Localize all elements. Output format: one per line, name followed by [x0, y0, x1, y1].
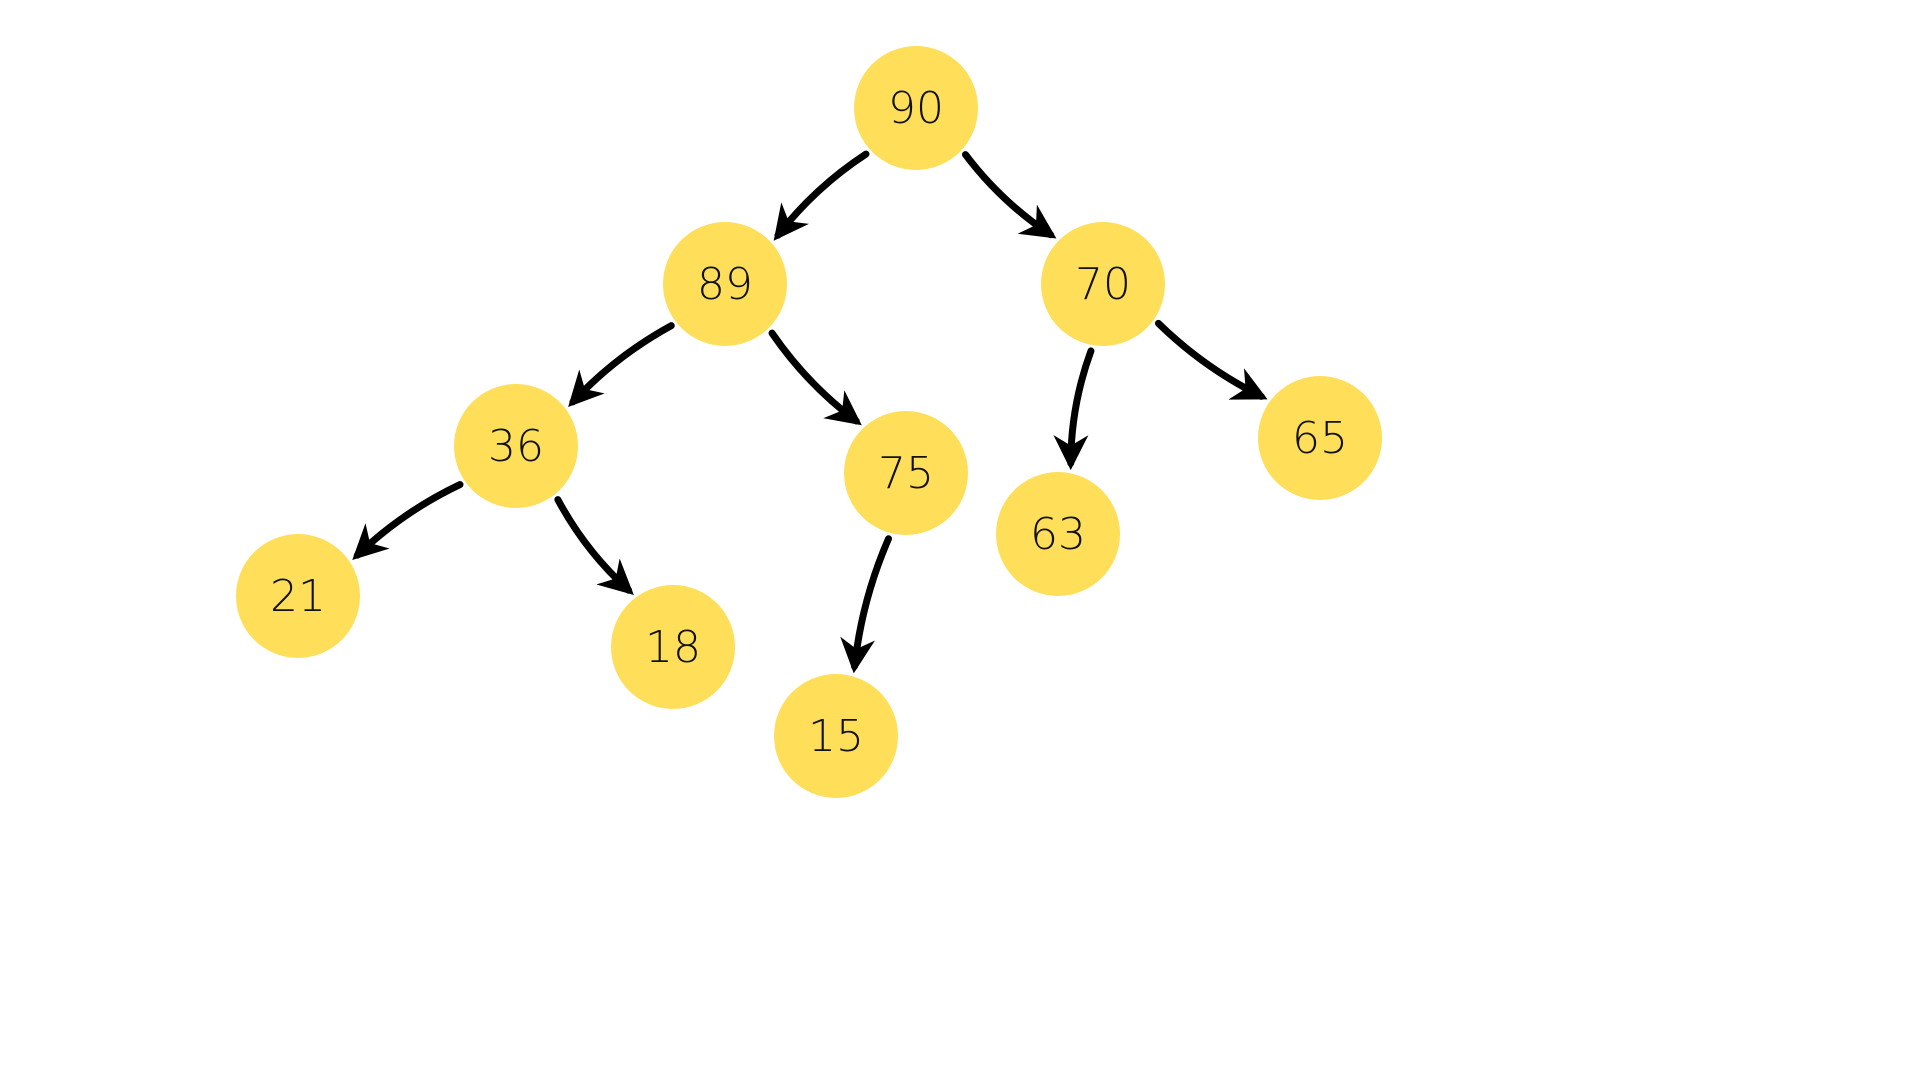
- node-circle: [1041, 222, 1165, 346]
- tree-node: 18: [611, 585, 735, 709]
- tree-node: 90: [854, 46, 978, 170]
- node-circle: [236, 534, 360, 658]
- node-circle: [854, 46, 978, 170]
- node-circle: [996, 472, 1120, 596]
- node-circle: [611, 585, 735, 709]
- node-circle: [1258, 376, 1382, 500]
- node-label: 89: [697, 259, 753, 310]
- tree-node: 15: [774, 674, 898, 798]
- edges-layer: [352, 150, 1268, 674]
- node-label: 18: [645, 622, 701, 673]
- edge-arrow-70-65: [1154, 319, 1268, 400]
- node-label: 65: [1292, 413, 1348, 464]
- node-circle: [663, 222, 787, 346]
- edge-arrow-75-15: [840, 535, 893, 674]
- node-label: 63: [1030, 509, 1086, 560]
- tree-node: 70: [1041, 222, 1165, 346]
- edge-arrow-36-18: [554, 496, 634, 595]
- edge-arrow-89-36: [568, 322, 675, 408]
- node-label: 75: [878, 448, 934, 499]
- node-label: 90: [888, 83, 944, 134]
- tree-node: 63: [996, 472, 1120, 596]
- node-circle: [454, 384, 578, 508]
- tree-node: 89: [663, 222, 787, 346]
- edge-arrow-89-75: [768, 329, 862, 426]
- edge-arrow-90-89: [773, 150, 870, 241]
- tree-node: 65: [1258, 376, 1382, 500]
- tree-node: 75: [844, 411, 968, 535]
- node-label: 15: [808, 711, 864, 762]
- tree-node: 21: [236, 534, 360, 658]
- node-label: 36: [488, 421, 544, 472]
- nodes-layer: 90 89 70 36 75 63 65 21 18 15: [236, 46, 1382, 798]
- edge-arrow-70-63: [1053, 347, 1095, 471]
- node-circle: [844, 411, 968, 535]
- node-label: 21: [270, 571, 326, 622]
- node-circle: [774, 674, 898, 798]
- edge-arrow-90-70: [962, 151, 1057, 239]
- tree-node: 36: [454, 384, 578, 508]
- edge-arrow-36-21: [352, 481, 464, 561]
- node-label: 70: [1075, 259, 1131, 310]
